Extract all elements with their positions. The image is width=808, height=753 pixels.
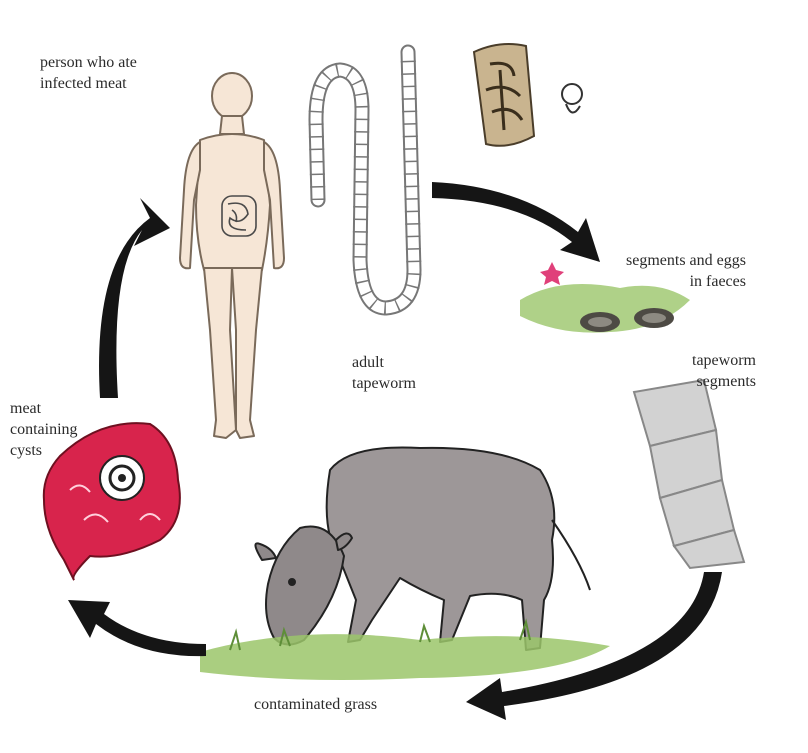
arrow-meat-to-person (99, 198, 170, 398)
contaminated-grass-icon (200, 622, 610, 680)
arrow-tapeworm-to-faeces (432, 182, 600, 262)
label-contaminated-grass: contaminated grass (254, 694, 377, 715)
egg-block-icon (474, 44, 534, 146)
segment-strip-icon (634, 380, 744, 568)
label-adult-tapeworm: adult tapeworm (352, 352, 416, 394)
small-egg-icon (562, 84, 582, 113)
adult-tapeworm-icon (316, 52, 414, 308)
cow-icon (255, 447, 590, 650)
label-segments-eggs: segments and eggs in faeces (626, 250, 746, 292)
label-tapeworm-segments: tapeworm segments (692, 350, 756, 392)
arrow-grass-to-meat (68, 600, 206, 656)
label-person: person who ate infected meat (40, 52, 137, 94)
label-meat-cysts: meat containing cysts (10, 398, 78, 461)
human-figure (180, 73, 284, 438)
